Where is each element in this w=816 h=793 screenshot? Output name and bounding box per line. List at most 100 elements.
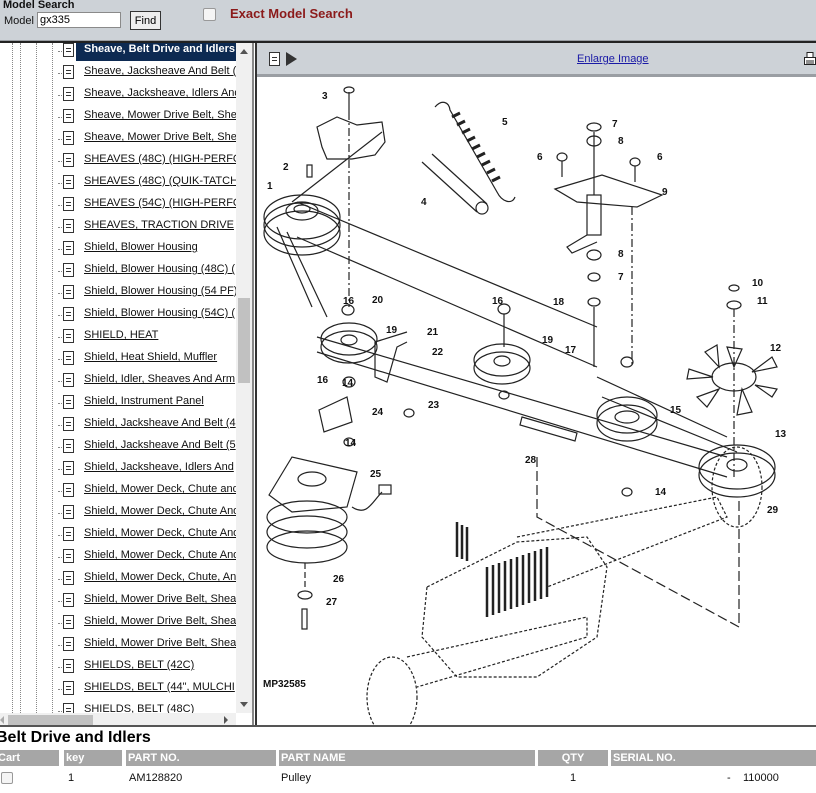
tree-item-label[interactable]: SHIELDS, BELT (48C) [84, 703, 195, 713]
scroll-down-arrow-icon[interactable] [240, 702, 248, 707]
tree-horizontal-scrollbar[interactable] [0, 713, 236, 725]
tree-item-label[interactable]: Shield, Jacksheave, Idlers And [84, 461, 234, 473]
tree-item-label[interactable]: Shield, Mower Deck, Chute And [84, 505, 236, 517]
tree-item-label[interactable]: Shield, Mower Drive Belt, Shea [84, 615, 236, 627]
play-icon[interactable] [286, 52, 297, 66]
tree-item[interactable]: Shield, Mower Deck, Chute and [58, 481, 236, 503]
tree-item[interactable]: Shield, Blower Housing (54C) ( [58, 305, 236, 327]
exact-model-checkbox[interactable] [203, 8, 216, 21]
tree-item[interactable]: SHIELDS, BELT (42C) [58, 657, 236, 679]
tree-item[interactable]: Shield, Mower Deck, Chute And [58, 525, 236, 547]
tree-item[interactable]: Shield, Mower Drive Belt, Shea [58, 613, 236, 635]
tree-item-label[interactable]: Sheave, Mower Drive Belt, She [84, 109, 236, 121]
tree-item-label[interactable]: SHIELD, HEAT [84, 329, 159, 341]
tree-item[interactable]: Sheave, Jacksheave, Idlers And [58, 85, 236, 107]
tree-item[interactable]: Sheave, Jacksheave And Belt ( [58, 63, 236, 85]
model-input[interactable] [37, 12, 121, 28]
tree-item[interactable]: SHEAVES (48C) (QUIK-TATCH [58, 173, 236, 195]
tree-item[interactable]: Shield, Mower Deck, Chute And [58, 503, 236, 525]
tree-item-label[interactable]: Shield, Heat Shield, Muffler [84, 351, 218, 363]
tree-item[interactable]: SHIELD, HEAT [58, 327, 236, 349]
callout-19: 19 [386, 325, 398, 336]
tree-item-label[interactable]: Shield, Blower Housing [84, 241, 198, 253]
tree-item[interactable]: Shield, Mower Drive Belt, Shea [58, 591, 236, 613]
tree-item[interactable]: Shield, Jacksheave And Belt (5 [58, 437, 236, 459]
diagram-viewer: Enlarge Image [255, 43, 816, 725]
printer-icon[interactable] [804, 52, 816, 65]
tree-item[interactable]: Shield, Instrument Panel [58, 393, 236, 415]
column-cart[interactable]: Cart [0, 750, 59, 766]
column-serial-no[interactable]: SERIAL NO. [611, 750, 816, 766]
tree-connector [58, 491, 64, 492]
tree-connector [58, 667, 64, 668]
tree-item-label[interactable]: Shield, Mower Drive Belt, Shea [84, 637, 236, 649]
callout-12: 12 [770, 343, 782, 354]
tree-item-label[interactable]: SHEAVES, TRACTION DRIVE [84, 219, 234, 231]
tree-item[interactable]: Shield, Mower Drive Belt, Shea [58, 635, 236, 657]
tree-item-label[interactable]: Shield, Mower Deck, Chute and [84, 483, 236, 495]
vertical-scroll-thumb[interactable] [238, 298, 250, 383]
tree-item-label[interactable]: Shield, Mower Deck, Chute, An [84, 571, 236, 583]
tree-item[interactable]: Sheave, Mower Drive Belt, She [58, 107, 236, 129]
tree-vertical-scrollbar[interactable] [236, 43, 252, 713]
tree-item-label[interactable]: Sheave, Belt Drive and Idlers [84, 43, 236, 55]
tree-connector [58, 227, 64, 228]
tree-item[interactable]: SHIELDS, BELT (48C) [58, 701, 236, 713]
tree-item-label[interactable]: Shield, Blower Housing (54C) ( [84, 307, 236, 319]
tree-item[interactable]: Shield, Mower Deck, Chute And [58, 547, 236, 569]
tree-item-label[interactable]: Shield, Blower Housing (54 PF) [84, 285, 236, 297]
callout-7: 7 [618, 272, 624, 283]
callout-9: 9 [662, 187, 668, 198]
document-icon[interactable] [269, 52, 280, 66]
scroll-left-arrow-icon[interactable] [0, 716, 4, 724]
tree-item[interactable]: SHEAVES (54C) (HIGH-PERFO [58, 195, 236, 217]
tree-item[interactable]: Shield, Jacksheave And Belt (4 [58, 415, 236, 437]
tree-item[interactable]: Shield, Blower Housing [58, 239, 236, 261]
document-icon [63, 527, 74, 541]
tree-item-label[interactable]: Shield, Instrument Panel [84, 395, 204, 407]
tree-item[interactable]: Shield, Jacksheave, Idlers And [58, 459, 236, 481]
find-button[interactable]: Find [130, 11, 161, 30]
tree-item-label[interactable]: SHEAVES (54C) (HIGH-PERFO [84, 197, 236, 209]
tree-item[interactable]: Shield, Blower Housing (48C) ( [58, 261, 236, 283]
document-icon [63, 241, 74, 255]
tree-item-label[interactable]: Sheave, Jacksheave And Belt ( [84, 65, 236, 77]
tree-item-label[interactable]: SHIELDS, BELT (42C) [84, 659, 195, 671]
shield-plate [316, 116, 386, 160]
tree-item-label[interactable]: Shield, Jacksheave And Belt (5 [84, 439, 236, 451]
callout-23: 23 [428, 400, 440, 411]
tree-item-label[interactable]: Shield, Idler, Sheaves And Arm [84, 373, 236, 385]
column-part-no[interactable]: PART NO. [126, 750, 276, 766]
tree-item-label[interactable]: Shield, Jacksheave And Belt (4 [84, 417, 236, 429]
tree-item[interactable]: Shield, Idler, Sheaves And Arm [58, 371, 236, 393]
tree-item-label[interactable]: Sheave, Jacksheave, Idlers And [84, 87, 236, 99]
tree-item-label[interactable]: Shield, Mower Deck, Chute And [84, 527, 236, 539]
tree-item[interactable]: SHEAVES (48C) (HIGH-PERFO [58, 151, 236, 173]
tree-connector [58, 51, 64, 52]
parts-table-header: Cart key PART NO. PART NAME QTY SERIAL N… [0, 750, 816, 766]
tree-item[interactable]: SHIELDS, BELT (44", MULCHI [58, 679, 236, 701]
scroll-right-arrow-icon[interactable] [224, 716, 228, 724]
tree-item[interactable]: Shield, Heat Shield, Muffler [58, 349, 236, 371]
tree-connector [58, 711, 64, 712]
tree-item[interactable]: Shield, Mower Deck, Chute, An [58, 569, 236, 591]
tree-item-label[interactable]: Shield, Mower Drive Belt, Shea [84, 593, 236, 605]
horizontal-scroll-thumb[interactable] [8, 715, 93, 725]
tree-item[interactable]: Sheave, Mower Drive Belt, She [58, 129, 236, 151]
enlarge-image-link[interactable]: Enlarge Image [577, 53, 649, 65]
tree-item-label[interactable]: SHEAVES (48C) (HIGH-PERFO [84, 153, 236, 165]
scroll-up-arrow-icon[interactable] [240, 49, 248, 54]
column-key[interactable]: key [64, 750, 122, 766]
column-qty[interactable]: QTY [538, 750, 608, 766]
tree-item-label[interactable]: SHEAVES (48C) (QUIK-TATCH [84, 175, 236, 187]
tree-item[interactable]: Shield, Blower Housing (54 PF) [58, 283, 236, 305]
tree-item-label[interactable]: Shield, Mower Deck, Chute And [84, 549, 236, 561]
tree-item[interactable]: Sheave, Belt Drive and Idlers [58, 43, 236, 63]
tree-item-label[interactable]: Sheave, Mower Drive Belt, She [84, 131, 236, 143]
cart-checkbox[interactable] [1, 772, 13, 784]
tree-guides [0, 43, 80, 713]
tree-item[interactable]: SHEAVES, TRACTION DRIVE [58, 217, 236, 239]
tree-item-label[interactable]: Shield, Blower Housing (48C) ( [84, 263, 236, 275]
column-part-name[interactable]: PART NAME [279, 750, 535, 766]
tree-item-label[interactable]: SHIELDS, BELT (44", MULCHI [84, 681, 235, 693]
